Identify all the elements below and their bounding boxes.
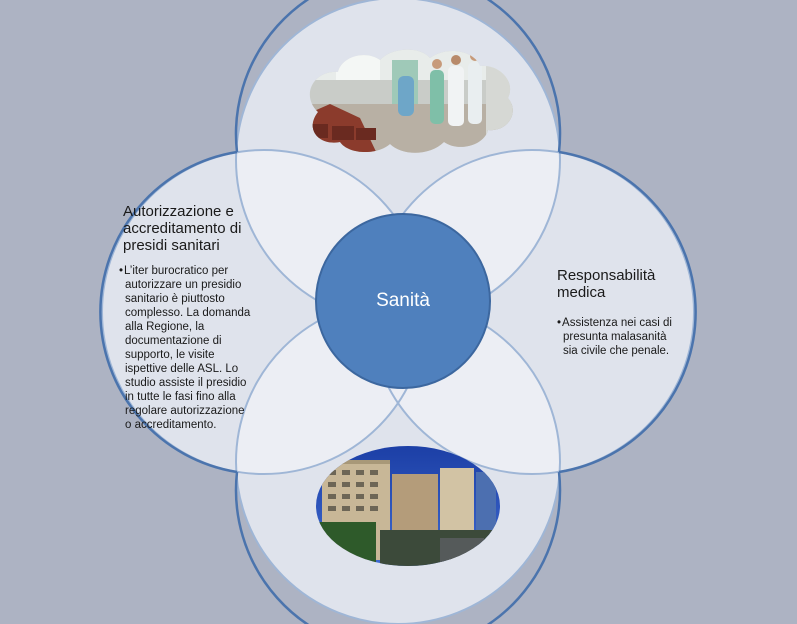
left-title-line: presidi sanitari: [123, 237, 220, 254]
left-title-line: Autorizzazione e: [123, 203, 234, 220]
left-bullet-line-first: L’iter burocratico per: [119, 264, 269, 278]
left-bullet-line: o accreditamento.: [125, 419, 217, 431]
left-title-line: accreditamento di: [123, 220, 242, 237]
hospital-building-photo: [316, 446, 500, 566]
left-bullet-line: complesso. La domanda: [125, 307, 251, 319]
left-bullet-line: regolare autorizzazione: [125, 405, 245, 417]
center-label: Sanità: [376, 290, 430, 311]
left-node-title: Autorizzazione e accreditamento di presi…: [123, 203, 303, 254]
center-circle: [315, 213, 491, 389]
left-bullet-line: studio assiste il presidio: [125, 377, 247, 389]
right-node-title: Responsabilità medica: [557, 267, 707, 301]
left-node-bullet: L’iter burocratico per autorizzare un pr…: [119, 264, 269, 432]
right-title-line: medica: [557, 284, 606, 301]
left-bullet-line: ispettive delle ASL. Lo: [125, 363, 239, 375]
right-bullet-line: presunta malasanità: [563, 331, 667, 343]
left-bullet-line: sanitario è piuttosto: [125, 293, 225, 305]
left-bullet-line: supporto, le visite: [125, 349, 215, 361]
outer-outline: [99, 0, 697, 624]
right-title-line: Responsabilità: [557, 267, 656, 284]
left-bullet-line: in tutte le fasi fino alla: [125, 391, 236, 403]
left-bullet-line: documentazione di: [125, 335, 222, 347]
right-node-bullet: Assistenza nei casi di presunta malasani…: [557, 316, 697, 358]
left-bullet-line: alla Regione, la: [125, 321, 205, 333]
left-bullet-line: autorizzare un presidio: [125, 279, 242, 291]
right-bullet-line: sia civile che penale.: [563, 345, 670, 357]
right-bullet-line-first: Assistenza nei casi di: [557, 316, 697, 330]
